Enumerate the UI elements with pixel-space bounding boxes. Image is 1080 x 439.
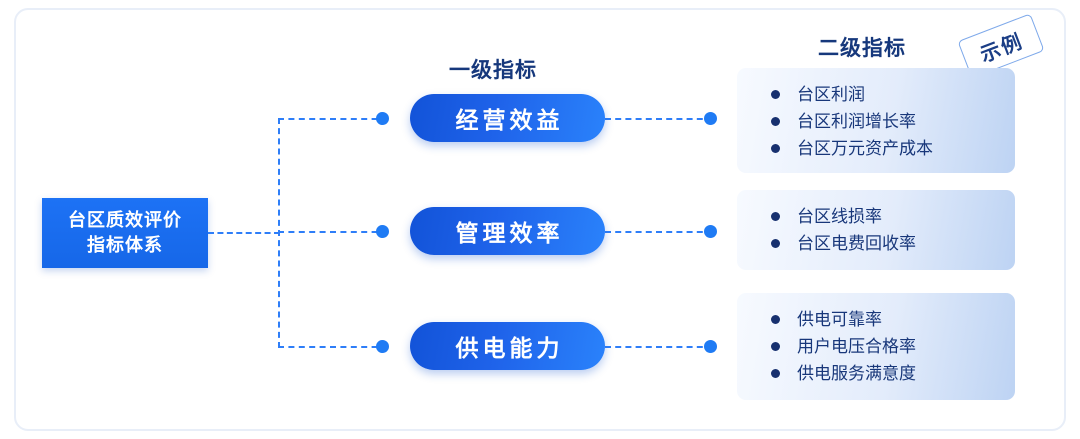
column-header-level1: 一级指标 (449, 59, 537, 82)
bullet-icon (771, 342, 780, 351)
bullet-icon (771, 117, 780, 126)
level2-list-1: 台区线损率 台区电费回收率 (771, 203, 1015, 257)
connector-root-to-trunk (208, 232, 280, 234)
connector-dot-right-0 (704, 112, 717, 125)
level1-node-0[interactable]: 经营效益 (410, 94, 605, 142)
level1-node-2-label: 供电能力 (455, 335, 564, 361)
bullet-icon (771, 315, 780, 324)
root-node[interactable]: 台区质效评价 指标体系 (42, 198, 208, 268)
bullet-icon (771, 369, 780, 378)
level2-list-2: 供电可靠率 用户电压合格率 供电服务满意度 (771, 306, 1015, 387)
connector-trunk-to-pill-0 (278, 118, 388, 120)
list-item: 台区电费回收率 (771, 230, 1015, 257)
list-item: 供电可靠率 (771, 306, 1015, 333)
connector-dot-left-0 (376, 112, 389, 125)
level2-list-0: 台区利润 台区利润增长率 台区万元资产成本 (771, 81, 1015, 162)
connector-trunk-to-pill-1 (278, 231, 388, 233)
level1-node-1-label: 管理效率 (455, 220, 564, 246)
list-item-label: 台区利润 (797, 85, 865, 104)
connector-pill-2-to-panel-2 (605, 346, 713, 348)
connector-trunk-to-pill-2 (278, 346, 388, 348)
connector-pill-0-to-panel-0 (605, 118, 713, 120)
column-header-level2: 二级指标 (818, 37, 906, 60)
connector-dot-right-1 (704, 225, 717, 238)
list-item: 台区线损率 (771, 203, 1015, 230)
list-item-label: 台区万元资产成本 (797, 139, 933, 158)
connector-dot-left-2 (376, 340, 389, 353)
root-node-line1: 台区质效评价 (68, 210, 182, 230)
bullet-icon (771, 239, 780, 248)
list-item-label: 用户电压合格率 (797, 337, 916, 356)
list-item-label: 台区利润增长率 (797, 112, 916, 131)
list-item-label: 供电可靠率 (797, 310, 882, 329)
list-item-label: 供电服务满意度 (797, 364, 916, 383)
bullet-icon (771, 90, 780, 99)
list-item: 台区万元资产成本 (771, 135, 1015, 162)
connector-dot-left-1 (376, 225, 389, 238)
connector-dot-right-2 (704, 340, 717, 353)
level1-node-0-label: 经营效益 (455, 107, 564, 133)
list-item-label: 台区电费回收率 (797, 234, 916, 253)
level2-panel-1: 台区线损率 台区电费回收率 (737, 190, 1015, 270)
list-item: 用户电压合格率 (771, 333, 1015, 360)
list-item: 供电服务满意度 (771, 360, 1015, 387)
list-item: 台区利润 (771, 81, 1015, 108)
connector-pill-1-to-panel-1 (605, 231, 713, 233)
bullet-icon (771, 212, 780, 221)
connector-trunk (278, 118, 280, 348)
level1-node-1[interactable]: 管理效率 (410, 207, 605, 255)
level2-panel-2: 供电可靠率 用户电压合格率 供电服务满意度 (737, 293, 1015, 400)
level1-node-2[interactable]: 供电能力 (410, 322, 605, 370)
root-node-line2: 指标体系 (87, 235, 163, 255)
list-item: 台区利润增长率 (771, 108, 1015, 135)
level2-panel-0: 台区利润 台区利润增长率 台区万元资产成本 (737, 68, 1015, 173)
root-node-label: 台区质效评价 指标体系 (68, 208, 182, 258)
bullet-icon (771, 144, 780, 153)
list-item-label: 台区线损率 (797, 207, 882, 226)
